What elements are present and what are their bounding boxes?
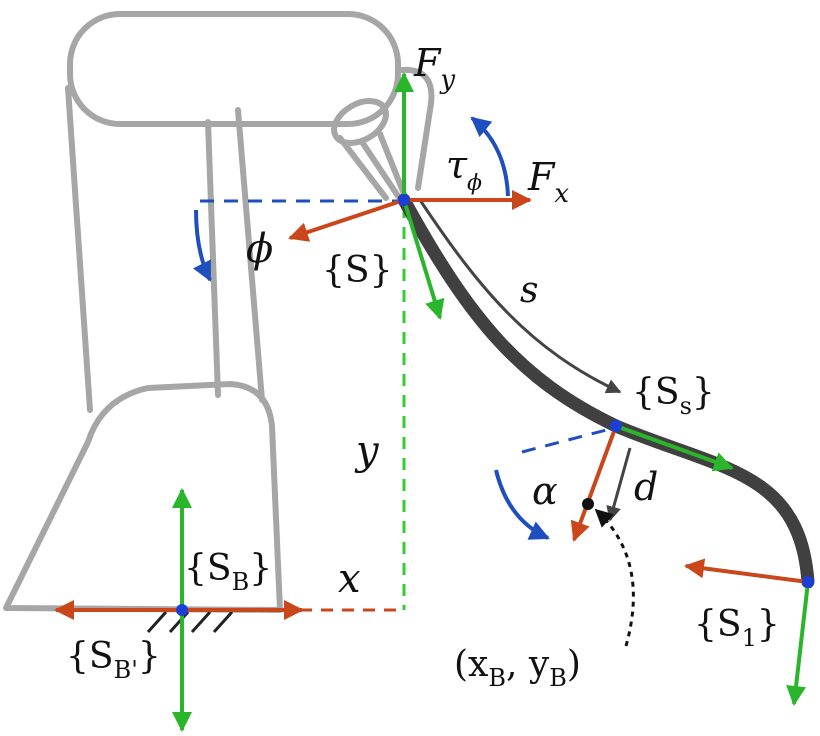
label-y: y bbox=[354, 428, 380, 474]
label-frame-sb: {SB} bbox=[184, 548, 272, 596]
frame-s1-x-axis bbox=[684, 558, 809, 584]
torque-arc-arrow bbox=[470, 116, 510, 197]
label-x: x bbox=[338, 556, 361, 602]
arc-length-arrow bbox=[418, 199, 622, 394]
robot-wrist bbox=[399, 66, 435, 191]
frame-ss-tangent-axis bbox=[615, 424, 734, 472]
label-alpha: α bbox=[532, 469, 558, 513]
base-node bbox=[176, 604, 188, 616]
label-frame-s1: {S1} bbox=[694, 604, 780, 652]
gripper-node bbox=[398, 194, 410, 206]
phi-arc-arrow bbox=[193, 209, 212, 282]
label-frame-ss: {Ss} bbox=[632, 372, 715, 420]
label-frame-s: {S} bbox=[322, 250, 392, 291]
cable-node-ss bbox=[610, 420, 622, 432]
robot-gripper-icon bbox=[337, 131, 407, 201]
alpha-reference-dash bbox=[521, 426, 615, 454]
label-frame-sbp: {SB'} bbox=[66, 636, 161, 684]
robot-arm bbox=[3, 11, 435, 613]
label-arc-s: s bbox=[520, 270, 538, 311]
frame-s-tangent-axis bbox=[402, 199, 445, 320]
alpha-arc-arrow bbox=[494, 469, 550, 540]
base-point-dot bbox=[582, 498, 594, 510]
point-pointer-arrow bbox=[594, 508, 635, 647]
label-phi: ϕ bbox=[246, 226, 273, 272]
robot-upper-link bbox=[67, 11, 401, 127]
label-fy: Fy bbox=[413, 41, 455, 95]
label-fx: Fx bbox=[527, 155, 569, 209]
robot-link-divider bbox=[205, 119, 221, 398]
cable-end-node bbox=[802, 576, 814, 588]
ground-hatching bbox=[146, 610, 234, 634]
distance-d-arrow bbox=[606, 447, 632, 522]
robot-lower-link bbox=[65, 85, 265, 413]
frame-s-x-axis bbox=[288, 198, 405, 242]
robot-base bbox=[3, 381, 283, 613]
label-d: d bbox=[634, 465, 658, 509]
label-tau: τϕ bbox=[446, 143, 482, 196]
robot-wrist-joint bbox=[331, 98, 389, 146]
frame-s1-tangent-axis bbox=[786, 581, 810, 706]
label-point-xb-yb: (xB, yB) bbox=[454, 644, 581, 692]
cable bbox=[397, 193, 815, 589]
frame-ss-normal-axis bbox=[570, 425, 618, 542]
